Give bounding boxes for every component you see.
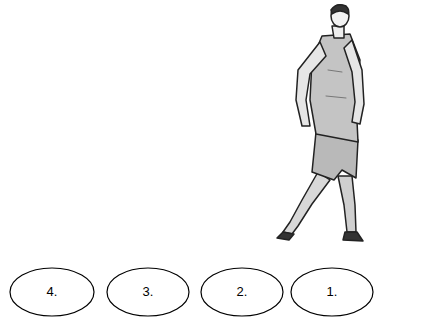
callout-number: 2. [237,284,248,300]
callout-number: 1. [327,284,338,300]
numbered-ellipse: 2. [200,267,284,317]
ellipse-shape [107,268,189,316]
ellipse-shape [10,268,94,316]
numbered-ellipse: 3. [106,267,190,317]
ellipse-shape [201,268,283,316]
ellipse-shape [291,268,373,316]
numbered-ellipse: 4. [9,267,95,317]
callout-number: 3. [143,284,154,300]
numbered-ellipse: 1. [290,267,374,317]
callout-number: 4. [47,284,58,300]
